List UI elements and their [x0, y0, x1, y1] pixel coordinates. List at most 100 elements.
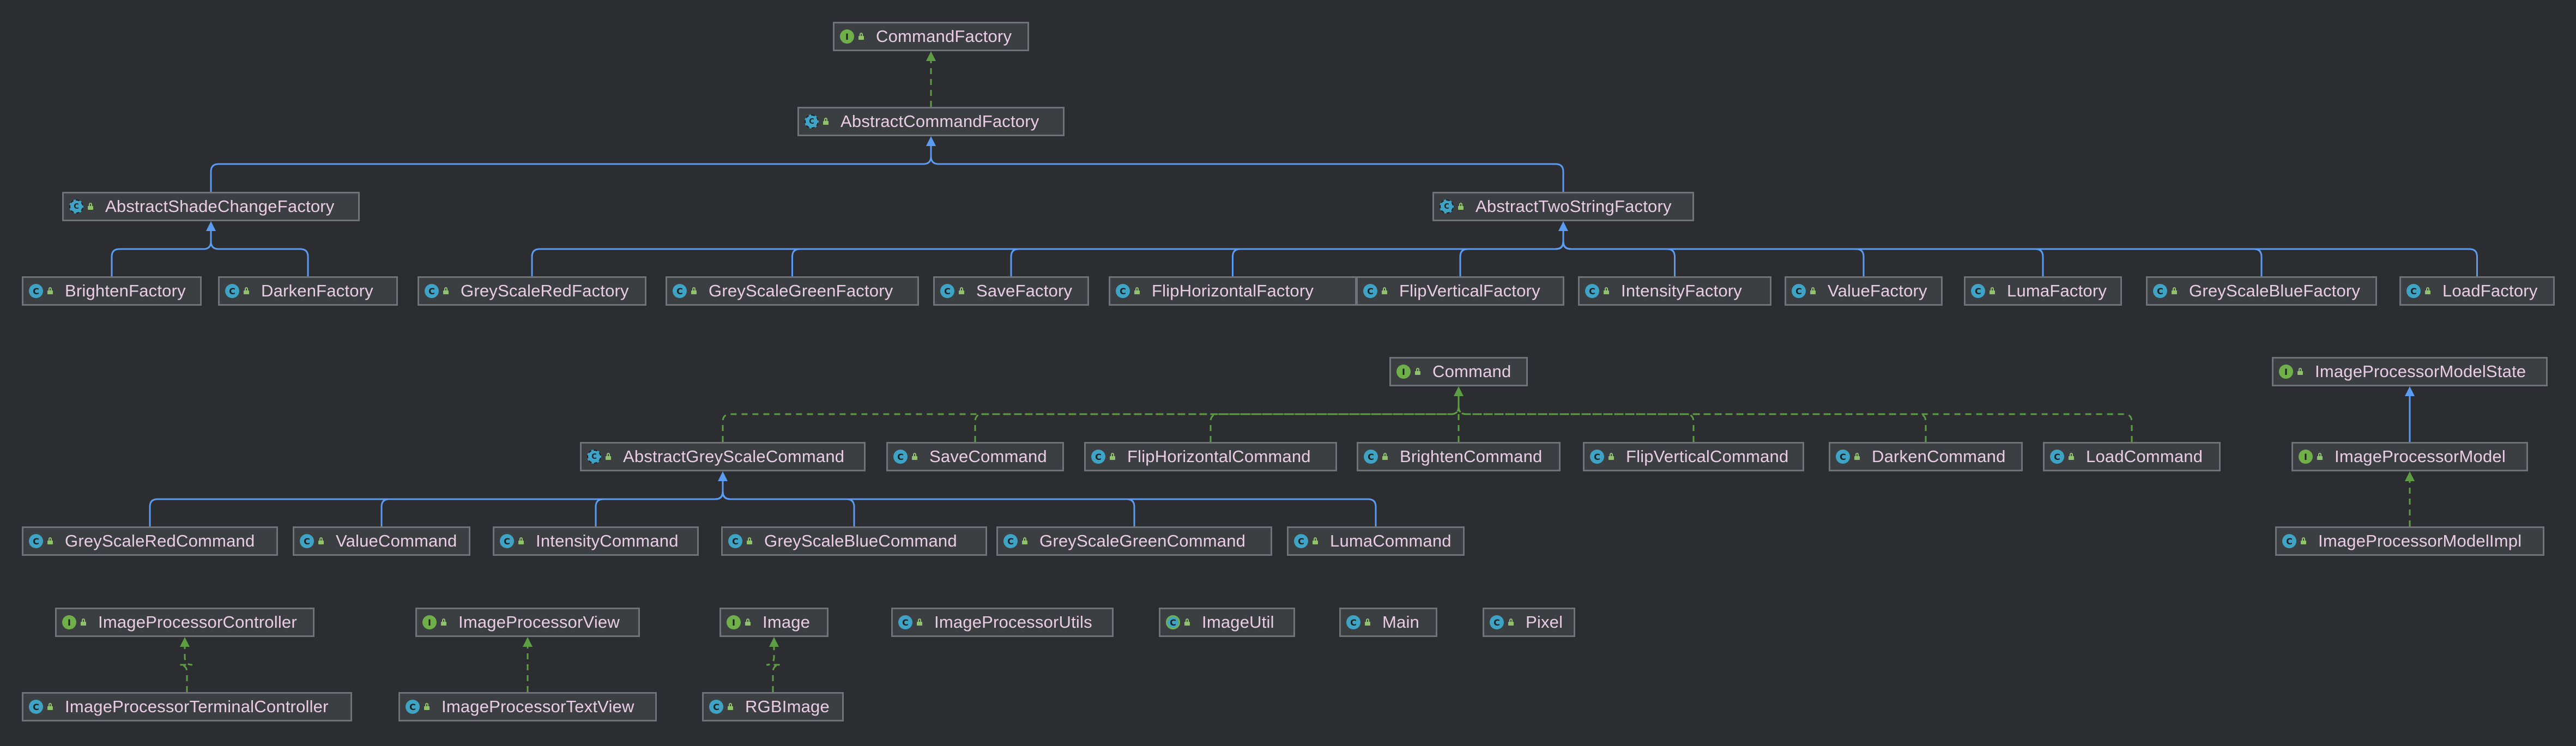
edge-grey-scale-blue-command-to-abstract-grey-scale-command	[722, 479, 855, 526]
edge-grey-scale-red-factory-to-abstract-two-string-factory	[531, 229, 1564, 276]
node-label: FlipHorizontalFactory	[1152, 281, 1314, 300]
edge-value-factory-to-abstract-two-string-factory	[1562, 229, 1865, 276]
arrowhead-image-processor-model	[2405, 471, 2415, 481]
node-label: ImageProcessorView	[458, 612, 620, 632]
node-label: SaveFactory	[976, 281, 1073, 300]
arrowhead-image-processor-model-state	[2405, 386, 2415, 396]
class-type-icon: C	[300, 534, 314, 548]
node-label: GreyScaleRedFactory	[461, 281, 629, 300]
edge-abstract-two-string-factory-to-abstract-command-factory	[930, 144, 1564, 192]
visibility-lock-icon	[423, 702, 432, 711]
node-image-processor-view[interactable]: I ImageProcessorView	[415, 608, 640, 637]
visibility-lock-icon	[690, 287, 699, 295]
visibility-lock-icon	[1381, 287, 1389, 295]
edge-luma-factory-to-abstract-two-string-factory	[1562, 229, 2044, 276]
visibility-lock-icon	[1021, 537, 1030, 545]
visibility-lock-icon	[2067, 452, 2076, 461]
node-label: Main	[1382, 612, 1419, 632]
class-type-icon: C	[2406, 284, 2421, 298]
node-label: Pixel	[1526, 612, 1563, 632]
node-label: LumaFactory	[2007, 281, 2107, 300]
visibility-lock-icon	[46, 287, 55, 295]
edge-rgb-image-to-image	[766, 645, 781, 692]
class-type-icon: C	[29, 700, 43, 714]
visibility-lock-icon	[746, 537, 754, 545]
node-label: LoadCommand	[2086, 447, 2203, 466]
interface-type-icon: I	[62, 615, 76, 629]
node-brighten-factory[interactable]: C BrightenFactory	[22, 276, 202, 306]
edge-save-factory-to-abstract-two-string-factory	[1010, 229, 1564, 276]
edge-grey-scale-blue-factory-to-abstract-two-string-factory	[1562, 229, 2263, 276]
interface-type-icon: I	[422, 615, 437, 629]
node-label: BrightenCommand	[1400, 447, 1543, 466]
node-label: GreyScaleBlueCommand	[764, 531, 957, 550]
edge-luma-command-to-abstract-grey-scale-command	[722, 479, 1377, 526]
visibility-lock-icon	[1364, 618, 1372, 627]
visibility-lock-icon	[1381, 452, 1390, 461]
node-label: GreyScaleBlueFactory	[2189, 281, 2361, 300]
node-label: ValueFactory	[1828, 281, 1927, 300]
visibility-lock-icon	[1809, 287, 1818, 295]
abstract-type-icon: C	[1440, 199, 1454, 214]
node-label: ImageProcessorUtils	[934, 612, 1092, 632]
node-label: ImageProcessorTextView	[442, 697, 634, 716]
node-label: GreyScaleRedCommand	[65, 531, 255, 550]
edge-intensity-factory-to-abstract-two-string-factory	[1562, 229, 1676, 276]
node-grey-scale-blue-command[interactable]: C GreyScaleBlueCommand	[721, 526, 987, 556]
abstract-type-icon: C	[69, 199, 83, 214]
class-type-icon: C	[29, 284, 43, 298]
node-label: Command	[1432, 362, 1511, 381]
interface-type-icon: I	[2279, 365, 2293, 379]
node-flip-horizontal-factory[interactable]: C FlipHorizontalFactory	[1109, 276, 1357, 306]
node-label: Image	[763, 612, 811, 632]
visibility-lock-icon	[1109, 452, 1117, 461]
visibility-lock-icon	[727, 702, 735, 711]
class-type-icon: C	[728, 534, 742, 548]
edge-load-command-to-command	[1458, 394, 2133, 442]
class-type-icon: C	[1116, 284, 1130, 298]
arrowhead-command	[1454, 386, 1464, 396]
node-label: BrightenFactory	[65, 281, 186, 300]
class-type-icon: C	[893, 450, 908, 464]
edge-abstract-grey-scale-command-to-command	[722, 394, 1460, 442]
